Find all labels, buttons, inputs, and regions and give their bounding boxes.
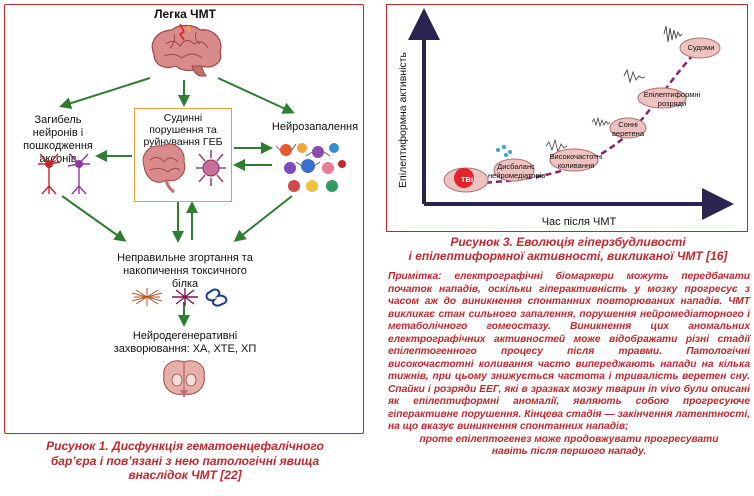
- fig3-caption-line1: Рисунок 3. Еволюція гіперзбудливості: [450, 235, 686, 249]
- neuron-icon: [38, 153, 61, 195]
- brain-slice-icon: [163, 360, 205, 398]
- brain-icon: [151, 23, 222, 77]
- immune-cells-icon: [275, 143, 346, 192]
- stage-neurotransmitters: Дисбаланс нейромедіаторів: [488, 162, 546, 180]
- fig1-caption-line3: внаслідок ЧМТ [22]: [128, 468, 242, 482]
- right-label: Нейрозапалення: [271, 121, 359, 133]
- fig1-arrows: [59, 77, 295, 327]
- brain-vessels-icon: [142, 143, 186, 194]
- fig1-title: Легка ЧМТ: [154, 7, 216, 21]
- bottom-label-line2: захворювання: ХА, ХТЕ, ХП: [113, 343, 257, 355]
- neuron-icon: [67, 153, 90, 195]
- fig1-caption-line1: Рисунок 1. Дисфункція гематоенцефалічног…: [46, 439, 324, 453]
- fig3-xlabel: Час після ЧМТ: [541, 216, 617, 228]
- figure3-panel: [386, 4, 748, 232]
- stage-sleep-spindles: Сонні веретена: [612, 120, 644, 138]
- fig1-caption-line2: бар’єра і пов’язані з нею патологічні яв…: [50, 453, 320, 468]
- left-label: Загибель нейронів і пошкодження аксонів: [23, 114, 93, 165]
- stage-seizures: Судоми: [687, 43, 715, 52]
- endothelial-cell-icon: [196, 150, 226, 186]
- stage-hfo: Високочастотні коливання: [549, 152, 603, 170]
- center-box: Судинні порушення та руйнування ГЕБ: [134, 108, 232, 202]
- bottom-label: Нейродегенеративні захворювання: ХА, ХТЕ…: [100, 330, 270, 356]
- note-text: Примітка: електрографічні біомаркери мож…: [388, 271, 750, 432]
- fig3-note: Примітка: електрографічні біомаркери мож…: [388, 271, 750, 459]
- note-last-line1: проте епілептогенез може продовжувати пр…: [419, 433, 719, 445]
- stage-tbi: TBI: [460, 175, 474, 184]
- fig3-caption: Рисунок 3. Еволюція гіперзбудливості і е…: [386, 235, 750, 263]
- stage-epileptiform-discharges: Епілептиформні розряди: [643, 90, 701, 108]
- mid-label: Неправильне згортання та накопичення ток…: [117, 252, 253, 290]
- note-last-line2: навіть після першого нападу.: [491, 446, 647, 457]
- fig3-plot: [408, 8, 734, 220]
- figure1-panel: [4, 4, 364, 434]
- protein-aggregates-icon: [131, 288, 228, 307]
- fig1-caption: Рисунок 1. Дисфункція гематоенцефалічног…: [2, 439, 368, 483]
- fig3-caption-line2: і епілептиформної активності, викликаної…: [408, 249, 728, 263]
- bottom-label-line1: Нейродегенеративні: [132, 330, 238, 342]
